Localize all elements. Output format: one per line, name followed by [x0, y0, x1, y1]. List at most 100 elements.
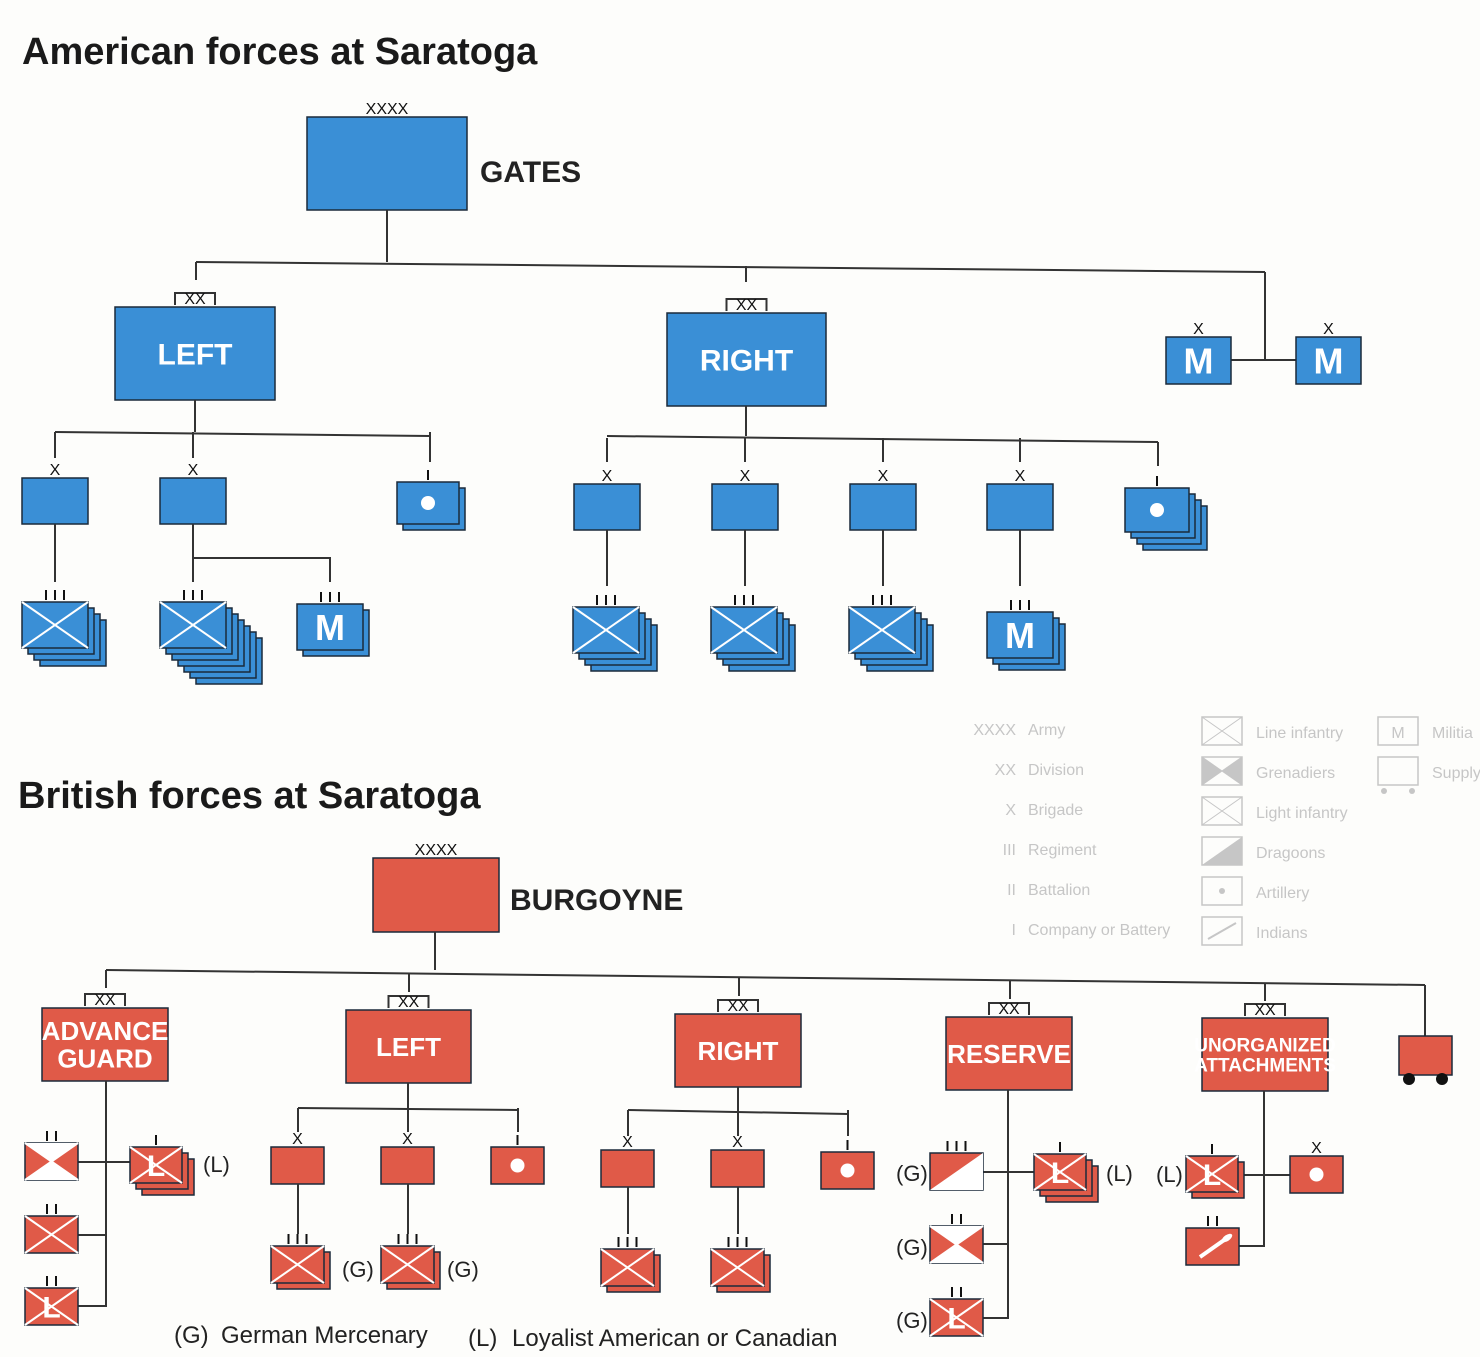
bright-brigade-2-echelon: X — [732, 1134, 743, 1151]
line-infantry-icon — [24, 1215, 79, 1254]
british-advance-guard-division-label: ADVANCE — [42, 1016, 169, 1046]
british-right-division-echelon: XX — [717, 998, 759, 1015]
american-right-brigade-3-echelon-text: X — [878, 468, 889, 485]
unorg-artillery-echelon: X — [1311, 1140, 1322, 1157]
militia-brigade-1-echelon-text: X — [1193, 321, 1204, 338]
american-left-brigade-2-echelon: X — [188, 462, 199, 479]
bright-regiments-1-echelon — [617, 1237, 638, 1247]
bleft-german-regiments-2-echelon — [397, 1234, 418, 1244]
american-left-division-label: LEFT — [158, 338, 233, 371]
british-supply-train — [1398, 1035, 1453, 1085]
advance-line-infantry-echelon — [46, 1204, 57, 1214]
reserve-german-dragoons-echelon — [946, 1141, 967, 1151]
reserve-german-light-echelon — [951, 1287, 962, 1297]
american-left-regiments-1 — [21, 590, 107, 667]
legend-echelon-label: Division — [1028, 762, 1084, 779]
militia-icon: M — [315, 607, 345, 648]
light-infantry-letter: L — [1203, 1159, 1221, 1192]
footnote-loyalist-text: Loyalist American or Canadian — [512, 1325, 838, 1352]
legend-echelon-mark: XXXX — [973, 722, 1016, 739]
light-infantry-icon: L — [1033, 1153, 1087, 1191]
legend-dragoons-icon — [1201, 836, 1243, 866]
footnotes: (G)German Mercenary(L)Loyalist American … — [174, 1322, 838, 1352]
american-right-brigade-3: X — [849, 468, 917, 531]
british-unorganized-division-label: ATTACHMENTS — [1194, 1055, 1336, 1076]
american-left-regiments-2 — [159, 590, 263, 685]
footnote-loyalist-code: (L) — [468, 1325, 497, 1352]
loyalist-annotation: (L) — [1106, 1161, 1133, 1186]
legend-echelon-mark: X — [1005, 802, 1016, 819]
british-title: British forces at Saratoga — [18, 775, 481, 817]
left-bar — [54, 431, 431, 437]
legend-line-infantry-icon — [1201, 716, 1243, 746]
militia-letter: M — [1005, 615, 1035, 656]
german-annotation: (G) — [896, 1308, 928, 1333]
reserve-stem — [983, 1090, 1009, 1319]
militia-brigade-2: MX — [1295, 321, 1362, 385]
american-right-regiments-3-echelon — [872, 595, 892, 605]
american-right-brigade-4-echelon: X — [1015, 468, 1026, 485]
american-right-regiments-2 — [710, 595, 796, 672]
bleft-german-regiments-1 — [270, 1234, 331, 1290]
british-right-division-label: RIGHT — [698, 1036, 779, 1066]
line-infantry-icon — [21, 601, 89, 649]
american-right-regiments-1 — [572, 595, 658, 672]
american-left-militia-regiment: M — [296, 592, 370, 657]
american-trunk — [195, 261, 1266, 273]
militia-letter: M — [315, 607, 345, 648]
legend-militia-letter: M — [1391, 725, 1404, 742]
unorg-indians — [1185, 1216, 1240, 1266]
reserve-german-grenadiers — [929, 1214, 984, 1264]
bright-regiments-2 — [710, 1237, 771, 1293]
bleft-brigade-1: X — [270, 1131, 325, 1185]
advance-line-infantry — [24, 1204, 79, 1254]
legend-echelon-mark: II — [1007, 882, 1016, 899]
militia-brigade-1: MX — [1165, 321, 1232, 385]
light-infantry-icon: L — [24, 1287, 79, 1326]
militia-brigade-1-echelon: X — [1193, 321, 1204, 338]
militia-brigade-2-echelon: X — [1323, 321, 1334, 338]
british-right-division-echelon-text: XX — [727, 998, 749, 1015]
reserve-loyalist-light: L — [1033, 1142, 1099, 1203]
line-infantry-icon — [600, 1248, 655, 1287]
artillery-icon — [510, 1158, 525, 1173]
american-left-regiments-1-echelon — [45, 590, 65, 600]
loyalist-annotation: (L) — [203, 1152, 230, 1177]
british-left-division-echelon-text: XX — [398, 994, 420, 1011]
legend-type-label: Line infantry — [1256, 725, 1343, 742]
advance-grenadiers — [24, 1131, 79, 1181]
footnote-german-text: German Mercenary — [221, 1322, 428, 1349]
advance-light-infantry: L — [24, 1276, 79, 1326]
light-infantry-icon: L — [129, 1146, 183, 1184]
legend-type-label: Militia — [1432, 725, 1473, 742]
bleft-german-regiments-1-echelon — [287, 1234, 308, 1244]
bleft-brigade-1-echelon: X — [292, 1131, 303, 1148]
american-right-brigade-3-echelon: X — [878, 468, 889, 485]
american-right-militia-regiment: M — [986, 600, 1066, 671]
artillery-icon — [1309, 1167, 1324, 1182]
burgoyne-army-unit-echelon-text: XXXX — [415, 842, 458, 859]
british-reserve-division-echelon-text: XX — [998, 1001, 1020, 1018]
british-advance-guard-division-echelon-text: XX — [94, 992, 116, 1009]
american-right-brigade-1-echelon: X — [602, 468, 613, 485]
american-right-militia-regiment-echelon — [1010, 600, 1030, 610]
legend-echelon-label: Company or Battery — [1028, 922, 1170, 939]
legend-type-label: Dragoons — [1256, 845, 1325, 862]
line-infantry-icon — [848, 606, 916, 654]
american-left-brigade-1: X — [21, 462, 89, 525]
american-right-brigade-1: X — [573, 468, 641, 531]
reserve-german-light: L — [929, 1287, 984, 1337]
line-infantry-icon — [380, 1245, 435, 1284]
advance-loyalist-light: L — [129, 1135, 195, 1196]
legend-echelon-label: Battalion — [1028, 882, 1090, 899]
bleft-german-regiments-2 — [380, 1234, 441, 1290]
american-commander-label: GATES — [480, 156, 581, 189]
british-reserve-division-echelon: XX — [988, 1001, 1030, 1018]
legend-echelon-label: Brigade — [1028, 802, 1083, 819]
legend-type-label: Grenadiers — [1256, 765, 1335, 782]
american-right-brigade-4: X — [986, 468, 1054, 531]
american-left-brigade-2: X — [159, 462, 227, 525]
